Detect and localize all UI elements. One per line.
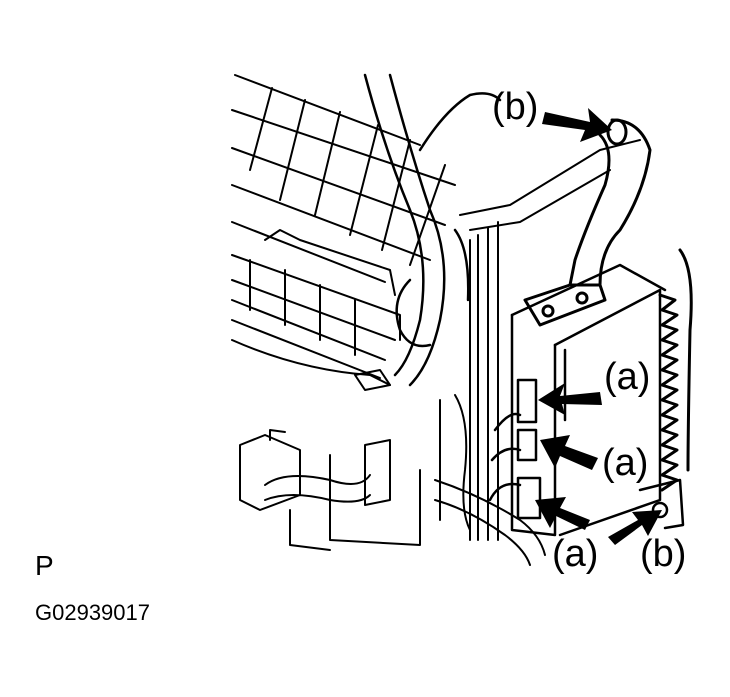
grille-housing	[231, 74, 456, 386]
pipes	[363, 73, 502, 387]
callout-label-b-bottom: (b)	[640, 533, 687, 575]
frame	[459, 139, 641, 541]
callout-arrows	[535, 108, 662, 545]
heat-sink	[658, 248, 693, 492]
callout-label-b-top: (b)	[492, 86, 539, 128]
callout-label-a-2: (a)	[602, 442, 649, 484]
lower-bracket	[638, 478, 685, 530]
figure-code: G02939017	[35, 600, 150, 625]
connectors	[488, 378, 542, 520]
lower-assembly	[239, 369, 546, 566]
callout-label-a-3: (a)	[552, 533, 599, 575]
callout-label-a-1: (a)	[604, 356, 651, 398]
view-letter: P	[35, 550, 54, 581]
upper-bracket	[523, 118, 652, 327]
